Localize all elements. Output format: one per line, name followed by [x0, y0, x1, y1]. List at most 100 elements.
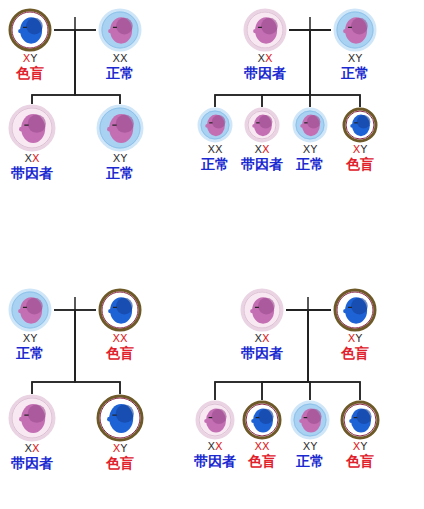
genotype-label: XY: [303, 440, 317, 453]
person-icon: [244, 107, 280, 143]
phenotype-label: 色盲: [248, 453, 276, 470]
person-node: XY正常: [288, 400, 332, 470]
phenotype-label: 正常: [201, 156, 229, 173]
person-node: XY色盲: [94, 394, 146, 472]
person-node: XY色盲: [338, 400, 382, 470]
person-node: XX带因者: [192, 400, 238, 470]
person-node: XX正常: [96, 8, 144, 82]
person-icon: [98, 288, 142, 332]
allele-letter: Y: [310, 440, 317, 453]
person-icon: [8, 8, 52, 52]
person-icon: [243, 8, 287, 52]
genotype-label: XY: [113, 152, 127, 165]
phenotype-label: 色盲: [16, 65, 44, 82]
mating-tick: [74, 17, 76, 30]
phenotype-label: 带因者: [241, 156, 283, 173]
allele-letter: X: [303, 143, 311, 156]
person-node: XX带因者: [239, 107, 285, 173]
allele-letter: X: [353, 143, 361, 156]
allele-letter: Y: [120, 152, 127, 165]
allele-letter: X: [23, 332, 31, 345]
allele-letter: X: [112, 332, 120, 345]
phenotype-label: 带因者: [11, 165, 53, 182]
phenotype-label: 带因者: [194, 453, 236, 470]
allele-letter: X: [257, 52, 265, 65]
genotype-label: XX: [112, 332, 127, 345]
person-icon: [290, 400, 330, 440]
person-icon: [8, 104, 56, 152]
allele-letter: X: [262, 332, 270, 345]
mating-tick: [307, 297, 309, 310]
allele-letter: X: [348, 52, 356, 65]
allele-letter: X: [348, 332, 356, 345]
phenotype-label: 带因者: [244, 65, 286, 82]
allele-letter: X: [120, 52, 128, 65]
allele-letter: X: [32, 152, 40, 165]
allele-letter: X: [23, 52, 31, 65]
allele-letter: Y: [120, 442, 127, 455]
allele-letter: X: [254, 440, 262, 453]
person-node: XY正常: [290, 107, 330, 173]
person-icon: [8, 288, 52, 332]
genotype-label: XX: [24, 152, 39, 165]
genotype-label: XY: [353, 143, 367, 156]
person-node: XY色盲: [340, 107, 380, 173]
phenotype-label: 色盲: [346, 453, 374, 470]
allele-letter: X: [303, 440, 311, 453]
phenotype-label: 带因者: [241, 345, 283, 362]
allele-letter: Y: [310, 143, 317, 156]
genotype-label: XX: [24, 442, 39, 455]
genotype-label: XX: [112, 52, 127, 65]
phenotype-label: 色盲: [106, 455, 134, 472]
genotype-label: XY: [23, 332, 37, 345]
allele-letter: X: [112, 52, 120, 65]
mating-tick: [309, 17, 311, 30]
genotype-label: XX: [207, 143, 222, 156]
allele-letter: X: [215, 143, 223, 156]
allele-letter: X: [32, 442, 40, 455]
person-icon: [292, 107, 328, 143]
allele-letter: X: [207, 143, 215, 156]
person-icon: [342, 107, 378, 143]
person-node: XY色盲: [331, 288, 379, 362]
phenotype-label: 带因者: [11, 455, 53, 472]
genotype-label: XX: [207, 440, 222, 453]
person-node: XX色盲: [240, 400, 284, 470]
allele-letter: X: [254, 143, 262, 156]
person-node: XX正常: [195, 107, 235, 173]
allele-letter: X: [113, 442, 121, 455]
genotype-label: XX: [254, 440, 269, 453]
allele-letter: X: [265, 52, 273, 65]
genotype-label: XY: [348, 332, 362, 345]
person-icon: [96, 104, 144, 152]
person-node: XX带因者: [241, 8, 289, 82]
mating-tick: [74, 297, 76, 310]
allele-letter: X: [262, 143, 270, 156]
person-node: XY正常: [6, 288, 54, 362]
allele-letter: X: [24, 152, 32, 165]
allele-letter: X: [120, 332, 128, 345]
person-icon: [240, 288, 284, 332]
person-icon: [98, 8, 142, 52]
person-icon: [197, 107, 233, 143]
allele-letter: X: [262, 440, 270, 453]
genotype-label: XX: [254, 332, 269, 345]
genotype-label: XY: [113, 442, 127, 455]
person-icon: [96, 394, 144, 442]
allele-letter: Y: [30, 332, 37, 345]
phenotype-label: 正常: [16, 345, 44, 362]
person-node: XY正常: [331, 8, 379, 82]
genotype-label: XX: [257, 52, 272, 65]
allele-letter: Y: [360, 440, 367, 453]
genotype-label: XY: [348, 52, 362, 65]
allele-letter: Y: [355, 332, 362, 345]
allele-letter: X: [353, 440, 361, 453]
cross-line: [308, 310, 331, 400]
genotype-label: XY: [23, 52, 37, 65]
person-icon: [8, 394, 56, 442]
phenotype-label: 正常: [106, 165, 134, 182]
allele-letter: X: [207, 440, 215, 453]
genotype-label: XX: [254, 143, 269, 156]
phenotype-label: 色盲: [346, 156, 374, 173]
person-node: XX带因者: [6, 394, 58, 472]
